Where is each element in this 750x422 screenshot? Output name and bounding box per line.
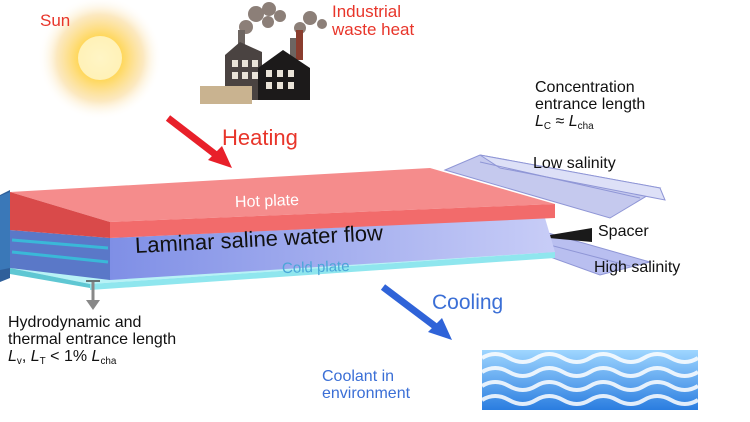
hydro-eq-cha: cha: [100, 355, 117, 367]
hydro-eq-L3: L: [91, 347, 101, 365]
hydro-eq-t: T: [39, 355, 46, 367]
industrial-waste-heat-label: Industrial waste heat: [332, 3, 414, 39]
hot-plate-label: Hot plate: [234, 191, 300, 212]
smoke-icon: [239, 2, 327, 34]
concentration-equation: LC ≈ Lcha: [535, 112, 645, 132]
conc-eq-L: L: [535, 112, 544, 130]
sun-icon: [38, 0, 162, 120]
coolant-line-1: Coolant in: [322, 368, 395, 385]
concentration-line-2: entrance length: [535, 95, 646, 113]
hydrodynamic-label: Hydrodynamic and thermal entrance length…: [8, 314, 177, 367]
water-waves-icon: [480, 350, 700, 410]
industrial-line-1: Industrial: [332, 2, 401, 21]
conc-eq-op: ≈: [551, 112, 569, 130]
low-salinity-label: Low salinity: [533, 155, 616, 172]
high-salinity-label: High salinity: [594, 259, 681, 276]
hydro-eq-op: < 1%: [45, 347, 92, 365]
concentration-label: Concentration entrance length LC ≈ Lcha: [535, 79, 646, 132]
factory-icon: [200, 2, 327, 104]
spacer-label: Spacer: [598, 223, 649, 240]
channel-stack: [0, 168, 555, 290]
entrance-length-arrow: [86, 280, 100, 310]
hydro-line-2: thermal entrance length: [8, 330, 177, 348]
coolant-line-2: environment: [322, 384, 411, 402]
hydro-eq-L2: L: [30, 347, 40, 365]
coolant-label: Coolant in environment: [322, 368, 411, 403]
spacer-icon: [538, 228, 592, 242]
conc-eq-c: C: [543, 120, 552, 132]
low-salinity-outlet: [443, 154, 666, 219]
cooling-label: Cooling: [432, 291, 504, 314]
conc-eq-cha: cha: [577, 120, 594, 132]
sun-label: Sun: [40, 11, 71, 30]
conc-eq-L2: L: [568, 112, 578, 130]
heating-arrow: [165, 115, 232, 168]
hydro-eq-sep: ,: [21, 347, 31, 365]
cold-plate-label: Cold plate: [281, 257, 350, 278]
hydro-eq-v: v: [16, 355, 22, 367]
concentration-line-1: Concentration: [535, 79, 635, 96]
heating-label: Heating: [222, 125, 298, 150]
industrial-line-2: waste heat: [332, 19, 415, 39]
hydro-equation: Lv, LT < 1% Lcha: [8, 347, 176, 367]
hydro-line-1: Hydrodynamic and: [8, 314, 142, 331]
cooling-arrow: [380, 284, 452, 340]
hydro-eq-L: L: [8, 347, 17, 365]
